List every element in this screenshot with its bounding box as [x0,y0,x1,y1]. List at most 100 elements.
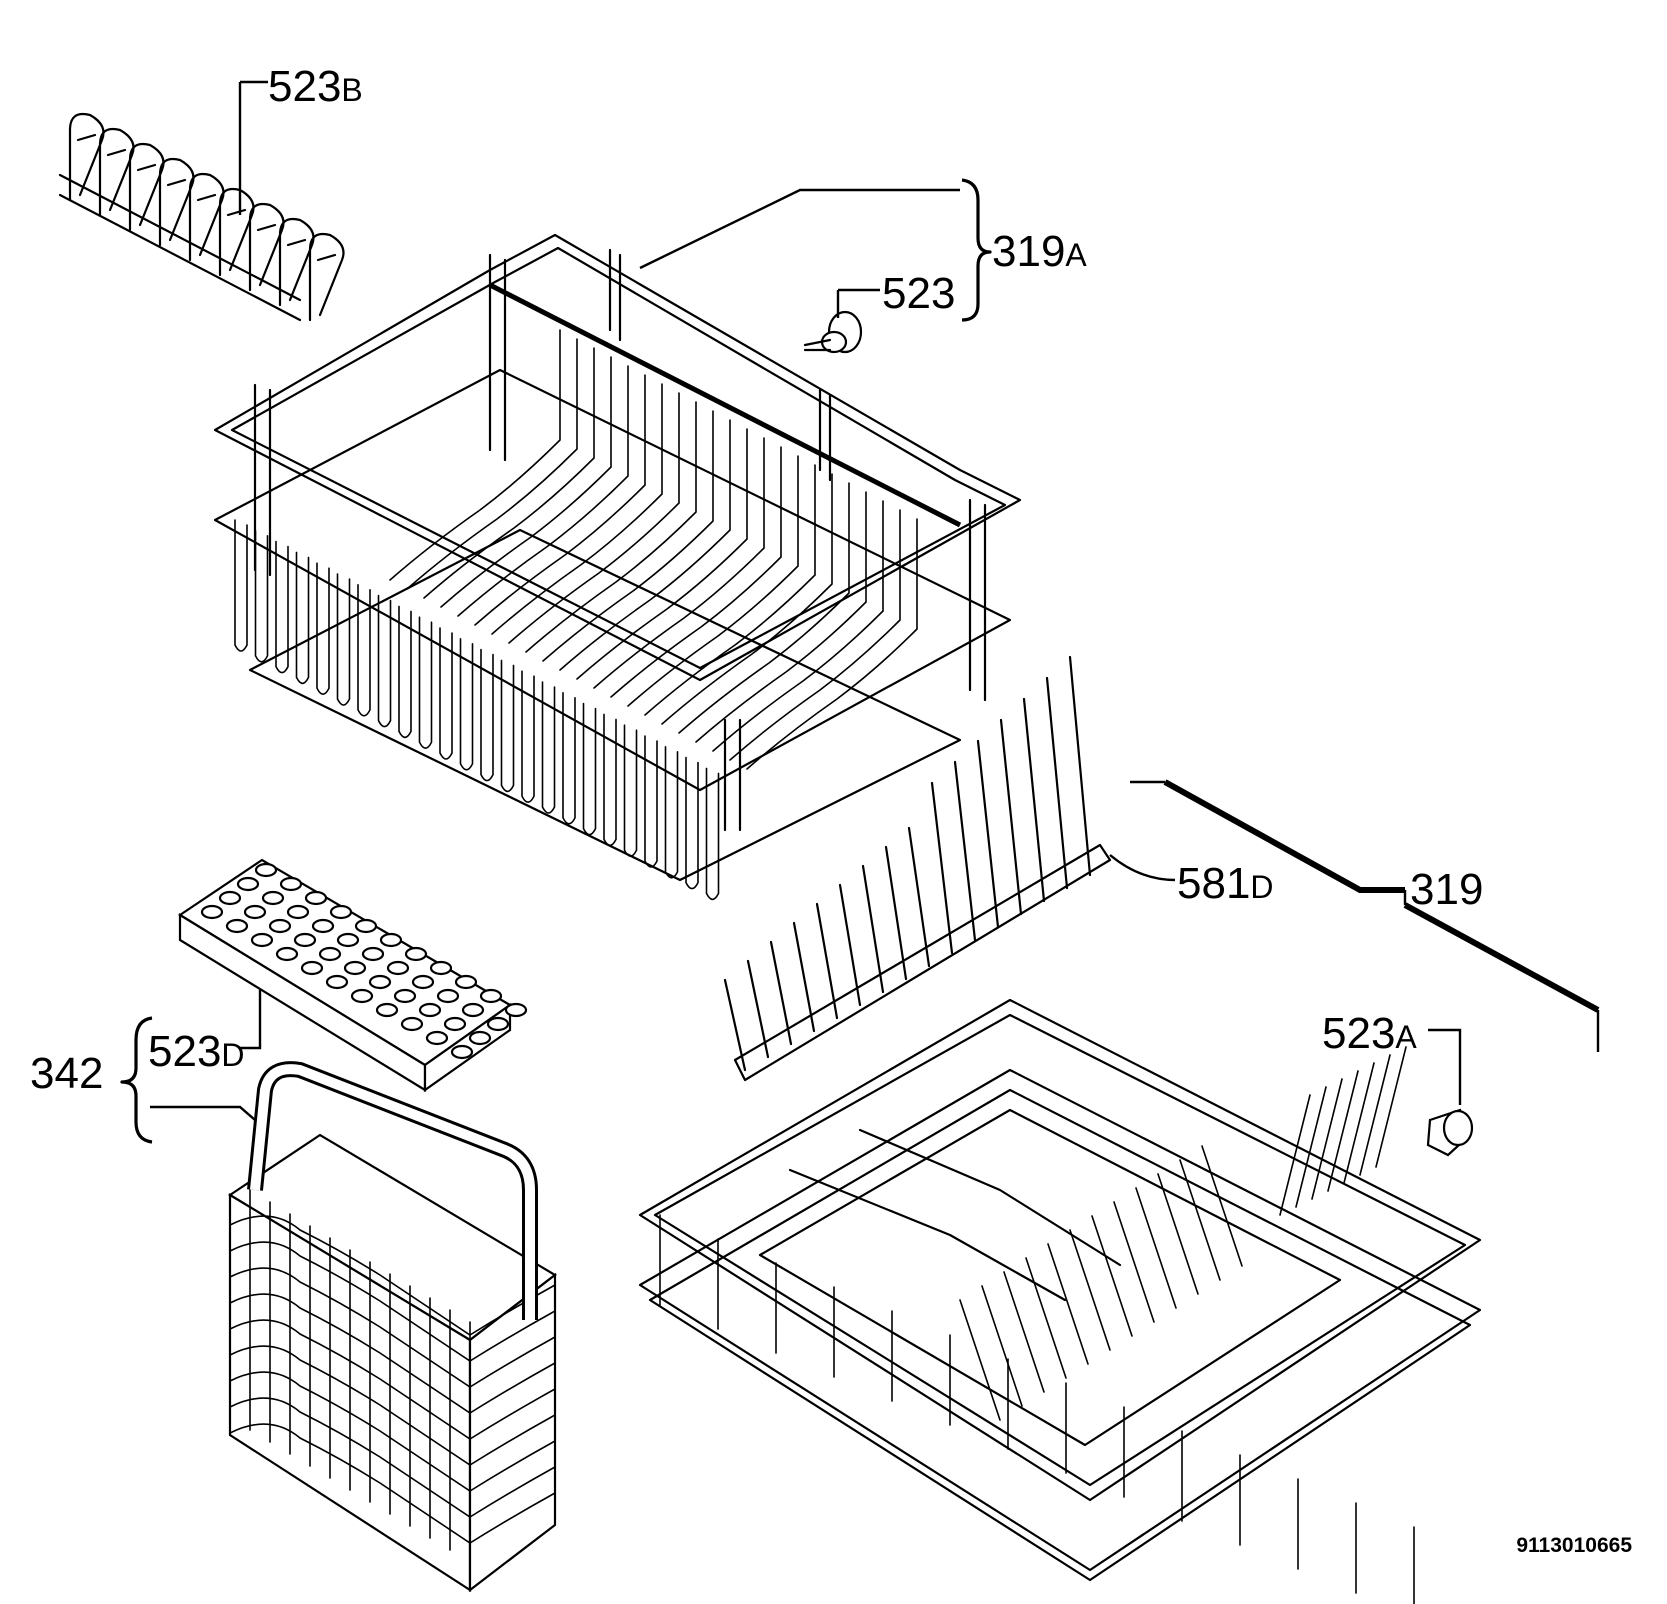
basket-wire [234,519,248,652]
label-319: 319 [1410,865,1483,914]
part-581d-tine-rack[interactable] [723,655,1112,1082]
basket-tine [1375,1046,1407,1168]
rack-tine [1022,697,1046,903]
grid-hole [368,974,392,990]
basket-wire [582,702,597,836]
tine-523b [158,157,195,247]
basket-tine [1327,1070,1359,1192]
rack-tine [792,921,816,1033]
grid-hole [386,960,410,976]
plate-tine [661,473,833,725]
grid-hole [393,988,417,1004]
plate-tine [389,329,561,581]
part-523b-tine-row[interactable] [58,112,345,322]
leader-lines [150,80,1600,1121]
lower-basket[interactable] [638,998,1482,1604]
grid-hole [200,904,224,920]
grid-hole [243,904,267,920]
grid-hole [350,988,374,1004]
grid-hole [300,960,324,976]
grid-hole [400,1016,424,1032]
rack-tine [907,826,931,968]
basket-tine [981,1285,1023,1407]
grid-hole [279,876,303,892]
label-523: 523 [882,269,955,318]
rack-tine [976,739,1000,929]
grid-hole [479,988,503,1004]
basket-tine [1179,1159,1221,1281]
grid-hole [425,1030,449,1046]
grid-hole [504,1002,528,1018]
basket-tine [1343,1062,1375,1184]
tine-523b [308,232,345,322]
grid-hole [318,946,342,962]
basket-wire [480,648,494,782]
rack-tine [861,864,885,994]
grid-hole [436,988,460,1004]
label-523a: 523A [1322,1009,1417,1058]
plate-tine [508,392,680,644]
rack-tine [838,883,862,1007]
basket-wire [562,692,576,825]
grid-hole [236,876,260,892]
part-523a-wheel[interactable] [1426,1108,1474,1157]
grid-hole [286,904,310,920]
grid-hole [254,862,278,878]
basket-wire [685,756,699,890]
basket-layer [229,1267,556,1388]
grid-hole [418,1002,442,1018]
plate-tine [678,482,850,734]
part-523d-grid-cover[interactable] [177,858,528,1093]
grid-hole [461,1002,485,1018]
plate-tine [695,491,867,743]
basket-tine [1091,1215,1133,1337]
plate-tine [593,437,765,689]
basket-layer [229,1293,556,1414]
rack-tine [746,959,770,1059]
rack-tine [769,940,793,1046]
plate-tine [559,419,731,671]
plate-tine [576,428,748,680]
plate-tine [491,383,663,635]
part-342-cutlery-basket[interactable] [227,1061,557,1593]
grid-hole [325,974,349,990]
basket-wire [316,562,330,695]
basket-wire [500,659,515,793]
basket-wire [521,670,535,803]
basket-wire [418,616,433,749]
basket-tine [1279,1094,1311,1216]
basket-tine [1359,1054,1391,1176]
rack-tine [815,902,839,1020]
basket-tine [1113,1201,1155,1323]
tine-523b [128,142,165,232]
basket-wire [275,540,289,674]
basket-tine [1201,1145,1243,1267]
basket-tine [1069,1229,1111,1351]
basket-wire [603,713,617,847]
label-523b: 523B [268,62,363,111]
rack-tine [884,845,908,981]
basket-wire [336,573,351,706]
plate-tine [457,365,629,617]
part-523-wheel[interactable] [803,310,863,354]
upper-basket[interactable] [213,233,1022,901]
grid-hole [293,932,317,948]
basket-wire [439,627,453,760]
plate-tine [712,500,884,752]
grid-hole [225,918,249,934]
rack-tine [1068,655,1092,877]
basket-tine [1047,1243,1089,1365]
grid-hole [261,890,285,906]
grid-hole [329,904,353,920]
tine-523b [188,172,225,262]
plate-tine [406,338,578,590]
grid-hole [250,932,274,948]
basket-layer [229,1319,556,1440]
basket-wire [295,551,310,685]
plate-tine [644,464,816,716]
plate-tine [423,347,595,599]
rack-tine [999,718,1023,916]
grid-hole [275,946,299,962]
rack-tine [930,781,954,955]
